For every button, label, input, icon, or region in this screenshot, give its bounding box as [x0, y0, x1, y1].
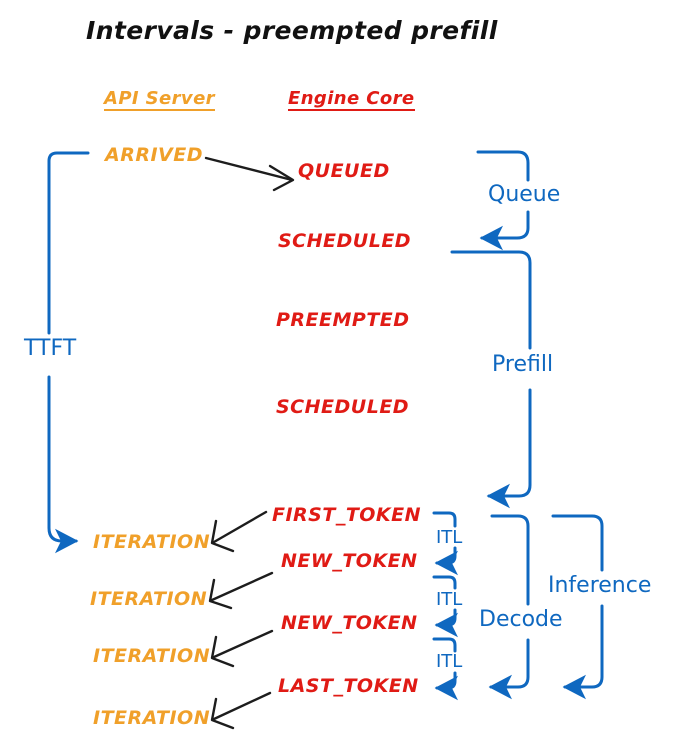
interval-label-itl-3: ITL — [436, 651, 463, 672]
state-queued: QUEUED — [298, 160, 390, 182]
interval-label-itl-1: ITL — [436, 527, 463, 548]
state-scheduled-1: SCHEDULED — [278, 230, 412, 252]
state-iteration-2: ITERATION — [90, 588, 208, 610]
interval-label-itl-2: ITL — [436, 589, 463, 610]
state-iteration-1: ITERATION — [93, 531, 211, 553]
interval-label-prefill: Prefill — [492, 352, 554, 377]
arrow-arrived-to-queued — [204, 156, 295, 192]
inference-bracket — [551, 514, 604, 700]
state-new-token-2: NEW_TOKEN — [281, 612, 418, 634]
arrow-new-token-1-to-iteration-2 — [208, 571, 274, 610]
queue-bracket — [476, 150, 530, 251]
page-title: Intervals - preempted prefill — [86, 16, 498, 45]
state-preempted: PREEMPTED — [276, 309, 410, 331]
interval-label-ttft: TTFT — [24, 336, 77, 361]
arrow-first-token-to-iteration-1 — [210, 510, 268, 553]
arrow-last-token-to-iteration-4 — [210, 691, 272, 730]
column-header-api-server: API Server — [104, 88, 215, 111]
state-iteration-3: ITERATION — [93, 645, 211, 667]
interval-label-inference: Inference — [548, 573, 652, 598]
event-arrows — [204, 156, 295, 730]
ttft-bracket — [47, 151, 90, 554]
column-header-engine-core: Engine Core — [288, 88, 415, 111]
itl-bracket-2 — [432, 575, 458, 638]
state-arrived: ARRIVED — [105, 144, 203, 166]
prefill-bracket — [450, 250, 532, 509]
state-scheduled-2: SCHEDULED — [276, 396, 410, 418]
state-new-token-1: NEW_TOKEN — [281, 550, 418, 572]
interval-label-queue: Queue — [488, 182, 561, 207]
itl-bracket-1 — [432, 511, 458, 576]
state-first-token: FIRST_TOKEN — [272, 504, 422, 526]
itl-bracket-3 — [432, 637, 458, 701]
arrow-new-token-2-to-iteration-3 — [210, 629, 274, 668]
state-last-token: LAST_TOKEN — [278, 675, 419, 697]
state-iteration-4: ITERATION — [93, 707, 211, 729]
interval-label-decode: Decode — [479, 607, 563, 632]
decode-bracket — [488, 514, 530, 700]
